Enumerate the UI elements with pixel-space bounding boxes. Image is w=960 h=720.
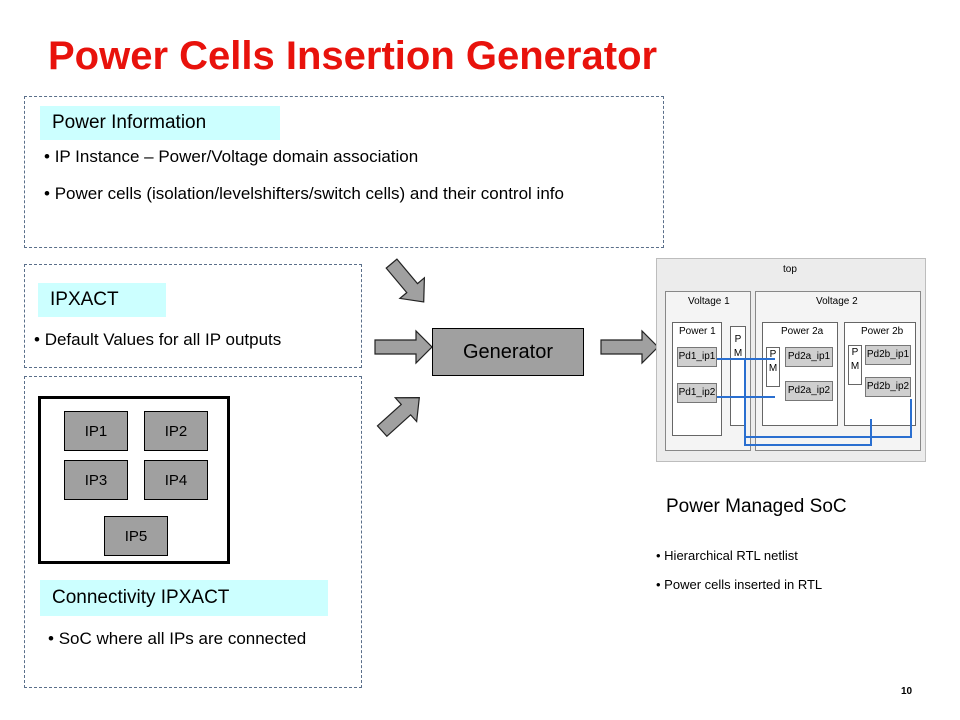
power1-label: Power 1: [679, 326, 716, 337]
soc-diagram: top Voltage 1 Power 1 Pd1_ip1 Pd1_ip2 P …: [656, 258, 926, 462]
arrow-to-soc: [600, 329, 659, 365]
power-info-bullet-2-text: Power cells (isolation/levelshifters/swi…: [54, 184, 564, 203]
power-info-bullet-1: • IP Instance – Power/Voltage domain ass…: [44, 147, 419, 166]
soc-ip-frame: [38, 396, 230, 564]
top-label: top: [783, 264, 797, 275]
ip2-box: IP2: [144, 411, 208, 451]
arrow-from-connectivity: [376, 396, 420, 438]
ip3-box: IP3: [64, 460, 128, 500]
ip5-box: IP5: [104, 516, 168, 556]
power2b-label: Power 2b: [861, 326, 904, 337]
connectivity-bullet-text: SoC where all IPs are connected: [58, 629, 307, 648]
power-info-bullet-1-text: IP Instance – Power/Voltage domain assoc…: [54, 147, 419, 166]
ipxact-bullet-text: Default Values for all IP outputs: [44, 330, 282, 349]
soc-wires: [717, 358, 912, 446]
power-information-heading: Power Information: [40, 106, 280, 140]
ipxact-bullet: • Default Values for all IP outputs: [34, 330, 282, 349]
pd2a-ip1-box: Pd2a_ip1: [785, 347, 833, 367]
pd2a-ip2-box: Pd2a_ip2: [785, 381, 833, 401]
output-bullet-2: • Power cells inserted in RTL: [656, 577, 823, 592]
page-title: Power Cells Insertion Generator: [48, 34, 658, 78]
pd2b-ip1-box: Pd2b_ip1: [865, 345, 911, 365]
pd1-ip1-box: Pd1_ip1: [677, 347, 717, 367]
output-bullet-1: • Hierarchical RTL netlist: [656, 548, 798, 563]
pm2a-box: P M: [766, 347, 780, 387]
power1-box: Power 1 Pd1_ip1 Pd1_ip2: [672, 322, 722, 436]
generator-box: Generator: [432, 328, 584, 376]
output-heading: Power Managed SoC: [666, 496, 847, 517]
arrow-from-ipxact: [374, 329, 433, 365]
voltage1-label: Voltage 1: [688, 296, 730, 307]
output-bullet-1-text: Hierarchical RTL netlist: [664, 548, 798, 563]
pd2b-ip2-box: Pd2b_ip2: [865, 377, 911, 397]
connectivity-box: [24, 376, 362, 688]
ip4-box: IP4: [144, 460, 208, 500]
voltage1-box: Voltage 1 Power 1 Pd1_ip1 Pd1_ip2 P M: [665, 291, 751, 451]
voltage2-box: Voltage 2 Power 2a P M Pd2a_ip1 Pd2a_ip2…: [755, 291, 921, 451]
ipxact-box: [24, 264, 362, 368]
power2b-box: Power 2b P M Pd2b_ip1 Pd2b_ip2: [844, 322, 916, 426]
ip1-box: IP1: [64, 411, 128, 451]
pd1-ip2-box: Pd1_ip2: [677, 383, 717, 403]
power2a-box: Power 2a P M Pd2a_ip1 Pd2a_ip2: [762, 322, 838, 426]
pm2b-box: P M: [848, 345, 862, 385]
ipxact-heading: IPXACT: [38, 283, 166, 317]
connectivity-bullet: • SoC where all IPs are connected: [48, 629, 307, 648]
power-info-bullet-2: • Power cells (isolation/levelshifters/s…: [44, 184, 564, 203]
voltage2-label: Voltage 2: [816, 296, 858, 307]
connectivity-heading: Connectivity IPXACT: [40, 580, 328, 616]
output-bullet-2-text: Power cells inserted in RTL: [664, 577, 823, 592]
power-information-box: [24, 96, 664, 248]
power2a-label: Power 2a: [781, 326, 824, 337]
arrow-from-power-info: [385, 258, 426, 303]
page-number: 10: [901, 686, 913, 697]
